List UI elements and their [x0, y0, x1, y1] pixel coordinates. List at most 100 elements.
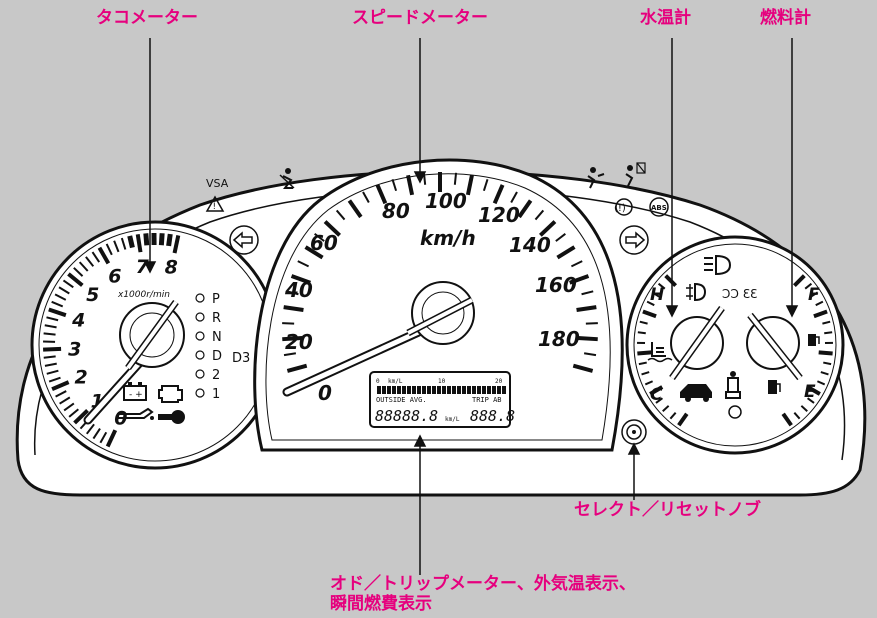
speed-tick: [323, 220, 341, 237]
lcd-bar-segment: [452, 386, 456, 394]
speed-tick: [283, 352, 297, 357]
seat-icon: [725, 371, 741, 399]
fuel-ticks: [781, 274, 833, 427]
temp-fuel-gauge: H C F E ƆƆ ƐƐ: [625, 235, 845, 455]
lcd-trip-label: TRIP AB: [472, 396, 502, 404]
speedometer-unit: km/h: [420, 226, 476, 250]
tach-number: 6: [108, 266, 121, 288]
speed-tick: [570, 260, 583, 268]
temp-tick: [637, 331, 646, 335]
tachometer-unit: x1000r/min: [117, 290, 170, 300]
tach-tick: [105, 429, 118, 448]
tach-tick: [91, 251, 101, 263]
speed-number: 160: [535, 273, 577, 297]
speed-tick: [453, 172, 458, 185]
speed-number: 80: [382, 199, 410, 223]
temp-tick: [677, 412, 689, 427]
speed-number: 180: [538, 327, 580, 351]
key-icon: [158, 410, 185, 424]
tach-tick: [43, 355, 56, 359]
speed-tick: [314, 233, 325, 242]
tach-tick: [85, 423, 95, 435]
front-fog-icon: [686, 282, 707, 302]
warning-light-circle: [728, 405, 742, 419]
speed-tick: [406, 174, 415, 196]
lcd-bar-segment: [477, 386, 481, 394]
tach-tick: [172, 235, 181, 254]
gear-d3-label: D3: [232, 351, 250, 366]
door-open-icon: [680, 384, 712, 402]
temp-tick: [641, 371, 650, 376]
gear-label: 1: [212, 387, 220, 402]
speed-tick: [572, 363, 594, 373]
lcd-display: 0 km/L 10 20 OUTSIDE AVG. TRIP AB 88888.…: [369, 371, 515, 428]
tach-tick: [105, 243, 113, 256]
temp-tick: [664, 274, 678, 288]
speed-number: 120: [478, 203, 520, 227]
tach-number: 5: [86, 284, 99, 306]
airbag-icon: [587, 167, 605, 189]
svg-text:ƆƆ ƐƐ: ƆƆ ƐƐ: [722, 287, 757, 301]
temp-tick: [651, 291, 660, 298]
gear-label: R: [212, 311, 221, 326]
lcd-bar-segment: [432, 386, 436, 394]
fuel-pump-icon: [768, 380, 781, 394]
temp-tick: [669, 412, 677, 420]
speed-number: 0: [318, 381, 332, 405]
tach-tick: [48, 307, 67, 318]
fuel-tick: [823, 361, 832, 366]
tach-tick: [127, 235, 135, 249]
speed-tick: [286, 363, 308, 373]
speed-number: 40: [284, 278, 313, 302]
tach-number: 4: [71, 310, 85, 332]
lcd-bar-segment: [482, 386, 486, 394]
speed-tick: [585, 322, 598, 325]
tach-tick: [46, 369, 59, 375]
lcd-bar-segment: [447, 386, 451, 394]
gear-indicator-dot: [195, 331, 205, 341]
battery-icon: - +: [123, 382, 147, 401]
tach-tick: [51, 380, 70, 392]
speed-tick: [282, 336, 303, 342]
speed-tick: [539, 220, 557, 237]
fuel-needle: [746, 312, 803, 381]
fuel-empty-label: E: [804, 382, 816, 402]
turn-right-icon: [619, 225, 649, 255]
speed-tick: [576, 305, 597, 312]
abs-warning-icon: ABS: [649, 197, 669, 217]
tach-tick: [46, 316, 59, 322]
fuel-tick: [810, 291, 819, 298]
tach-tick: [43, 346, 62, 352]
lcd-bar-segment: [437, 386, 441, 394]
lcd-bar-segment: [377, 386, 381, 394]
gear-label: 2: [212, 368, 220, 383]
speed-tick: [391, 179, 398, 192]
lcd-bar-segment: [417, 386, 421, 394]
speed-tick: [583, 352, 597, 357]
headlight-icon: [704, 254, 732, 276]
gear-label: N: [212, 330, 222, 345]
lcd-bar-segment: [492, 386, 496, 394]
tach-tick: [143, 233, 150, 246]
svg-text:ABS: ABS: [651, 204, 667, 212]
temp-tick: [662, 405, 670, 412]
tachometer-ticks: [43, 232, 181, 448]
gear-indicator-dot: [195, 312, 205, 322]
tach-tick: [48, 376, 61, 383]
speedometer-ticks: [282, 172, 598, 373]
fuel-tick: [824, 331, 833, 335]
speed-number: 140: [509, 233, 551, 257]
odo-trip-callout-line2: 瞬間燃費表示: [330, 594, 432, 614]
tach-tick: [85, 256, 95, 267]
gear-indicator-dot: [195, 293, 205, 303]
temp-tick: [657, 282, 666, 290]
lcd-bar-segment: [502, 386, 506, 394]
brake-warning-icon: (!): [614, 198, 633, 216]
tach-tick: [99, 431, 108, 444]
lcd-bar-segment: [462, 386, 466, 394]
tach-tick: [54, 293, 67, 301]
tach-tick: [68, 408, 79, 418]
temp-hot-label: H: [650, 285, 664, 305]
fuel-full-label: F: [808, 285, 820, 305]
